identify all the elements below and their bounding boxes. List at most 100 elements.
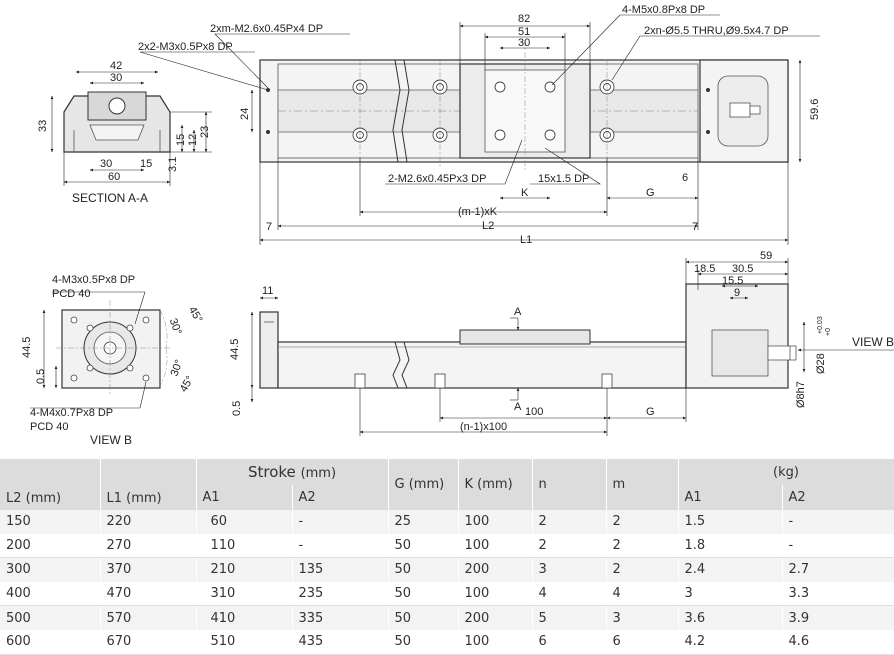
table-cell-w1: 3.6	[678, 605, 783, 630]
front-dim-18-5: 18.5	[694, 263, 715, 275]
table-cell-w2: 4.6	[782, 629, 894, 655]
table-cell-m: 2	[606, 510, 679, 534]
header-stroke-a1: A1	[196, 485, 293, 510]
table-cell-l2: 600	[0, 629, 101, 655]
header-k: K (mm)	[458, 459, 533, 510]
dim-7-right: 7	[692, 221, 698, 233]
table-cell-n: 6	[532, 629, 607, 655]
sec-dim-15: 15	[175, 134, 187, 146]
table-cell-w1: 3	[678, 581, 783, 607]
table-cell-w1: 4.2	[678, 629, 783, 655]
table-cell-w2: -	[782, 510, 894, 534]
header-l2: L2 (mm)	[0, 459, 101, 510]
dim-L1: L1	[520, 234, 532, 246]
front-view: 11 44.5 0.5 100 G (n-1)x100 59 18.5 30.5…	[229, 250, 894, 436]
table-cell-l1: 570	[100, 605, 197, 630]
table-cell-g: 50	[388, 629, 459, 655]
sec-dim-15-bot: 15	[140, 158, 152, 170]
table-cell-n: 4	[532, 581, 607, 607]
table-cell-a2: 335	[292, 605, 389, 630]
front-dim-44-5: 44.5	[229, 339, 241, 360]
table-cell-w2: 3.3	[782, 581, 894, 607]
table-cell-l2: 200	[0, 533, 101, 559]
table-cell-n: 3	[532, 557, 607, 582]
dim-7-left: 7	[266, 221, 272, 233]
front-dim-G: G	[646, 406, 655, 418]
sec-dim-42: 42	[110, 60, 122, 72]
table-cell-k: 200	[458, 557, 533, 582]
header-weight: (kg)	[678, 459, 894, 485]
table-cell-k: 100	[458, 581, 533, 607]
table-cell-g: 50	[388, 605, 459, 630]
front-dim-n1x100: (n-1)x100	[460, 421, 507, 433]
vb-label-pcd2: PCD 40	[30, 421, 69, 433]
table-cell-l2: 500	[0, 605, 101, 630]
table-cell-l1: 220	[100, 510, 197, 534]
header-stroke-unit: (mm)	[300, 466, 337, 481]
vb-label-pcd1: PCD 40	[52, 288, 91, 300]
table-cell-a1: 60	[196, 510, 293, 534]
vb-label-m3: 4-M3x0.5Px8 DP	[52, 274, 135, 286]
table-cell-a2: 135	[292, 557, 389, 582]
table-cell-w1: 1.8	[678, 533, 783, 559]
table-cell-l2: 150	[0, 510, 101, 534]
view-b-arrow-label: VIEW B	[852, 335, 894, 349]
dim-30-top: 30	[518, 37, 530, 49]
front-dim-d28-tol-up: +0.03	[817, 316, 824, 334]
header-stroke-a2: A2	[292, 485, 389, 510]
table-cell-a1: 410	[196, 605, 293, 630]
front-dim-30-5: 30.5	[732, 263, 753, 275]
dim-K: K	[521, 187, 529, 199]
table-cell-w2: 2.7	[782, 557, 894, 582]
dim-6: 6	[682, 172, 688, 184]
top-view: 2xm-M2.6x0.45Px4 DP 2x2-M3x0.5Px8 DP 4-M…	[138, 4, 821, 246]
header-g: G (mm)	[388, 459, 459, 510]
table-cell-m: 6	[606, 629, 679, 655]
label-slot: 15x1.5 DP	[538, 173, 589, 185]
table-cell-g: 25	[388, 510, 459, 534]
table-cell-n: 5	[532, 605, 607, 630]
table-cell-l1: 270	[100, 533, 197, 559]
dim-G-top: G	[646, 187, 655, 199]
vb-dim-0-5: 0.5	[35, 369, 47, 384]
table-cell-l1: 670	[100, 629, 197, 655]
dim-m1xK: (m-1)xK	[458, 206, 498, 218]
table-cell-a2: 435	[292, 629, 389, 655]
dim-L2: L2	[482, 220, 494, 232]
vb-ang-30b: 30°	[169, 358, 186, 378]
table-cell-l1: 470	[100, 581, 197, 607]
table-cell-g: 50	[388, 581, 459, 607]
header-stroke-label: Stroke	[247, 463, 296, 481]
table-cell-w2: -	[782, 533, 894, 559]
table-cell-m: 4	[606, 581, 679, 607]
label-m3-holes: 2x2-M3x0.5Px8 DP	[138, 41, 233, 53]
table-cell-g: 50	[388, 533, 459, 559]
table-cell-a2: 235	[292, 581, 389, 607]
label-xm-tap: 2xm-M2.6x0.45Px4 DP	[210, 23, 323, 35]
front-dim-15-5: 15.5	[722, 275, 743, 287]
view-b-title: VIEW B	[90, 433, 132, 447]
dim-51: 51	[518, 26, 530, 38]
sec-dim-12: 12	[187, 134, 199, 146]
table-cell-l2: 400	[0, 581, 101, 607]
front-dim-d28-tol-dn: +0	[825, 328, 832, 336]
header-m: m	[606, 459, 679, 510]
section-mark-a-bot: A	[514, 401, 522, 413]
table-cell-n: 2	[532, 533, 607, 559]
label-m26-tap: 2-M2.6x0.45Px3 DP	[388, 173, 486, 185]
table-cell-m: 3	[606, 605, 679, 630]
front-dim-100: 100	[525, 406, 543, 418]
label-thru-holes: 2xn-Ø5.5 THRU,Ø9.5x4.7 DP	[644, 25, 789, 37]
table-cell-l2: 300	[0, 557, 101, 582]
table-cell-k: 200	[458, 605, 533, 630]
table-cell-w2: 3.9	[782, 605, 894, 630]
dim-24: 24	[239, 108, 251, 120]
header-weight-a1: A1	[678, 485, 783, 510]
vb-ang-45b: 45°	[178, 374, 197, 394]
